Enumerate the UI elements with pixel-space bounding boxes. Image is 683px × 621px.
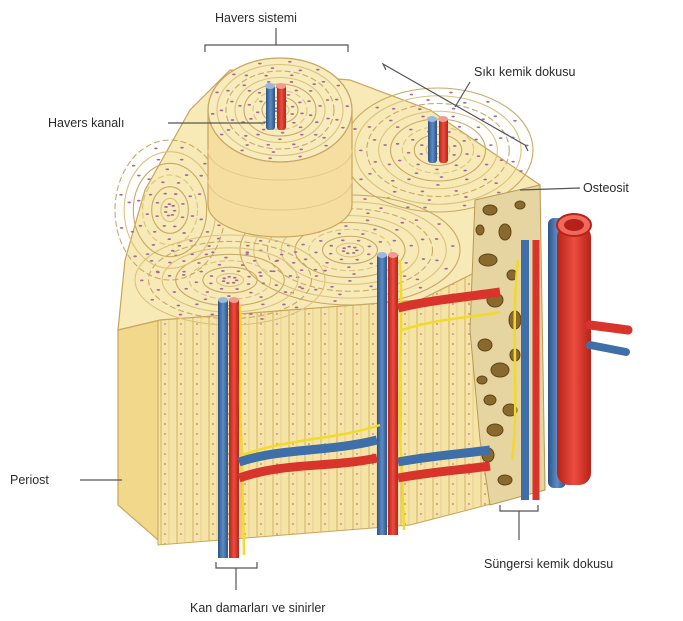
periost-layer	[118, 320, 160, 540]
label-periost: Periost	[10, 473, 49, 487]
label-siki-kemik-dokusu: Sıkı kemik dokusu	[474, 65, 575, 79]
label-kan-damarlari-ve-sinirler: Kan damarları ve sinirler	[190, 601, 325, 615]
label-sungersi-kemik-dokusu: Süngersi kemik dokusu	[484, 557, 613, 571]
label-havers-kanali: Havers kanalı	[48, 116, 124, 130]
label-havers-sistemi: Havers sistemi	[215, 11, 297, 25]
label-osteosit: Osteosit	[583, 181, 629, 195]
